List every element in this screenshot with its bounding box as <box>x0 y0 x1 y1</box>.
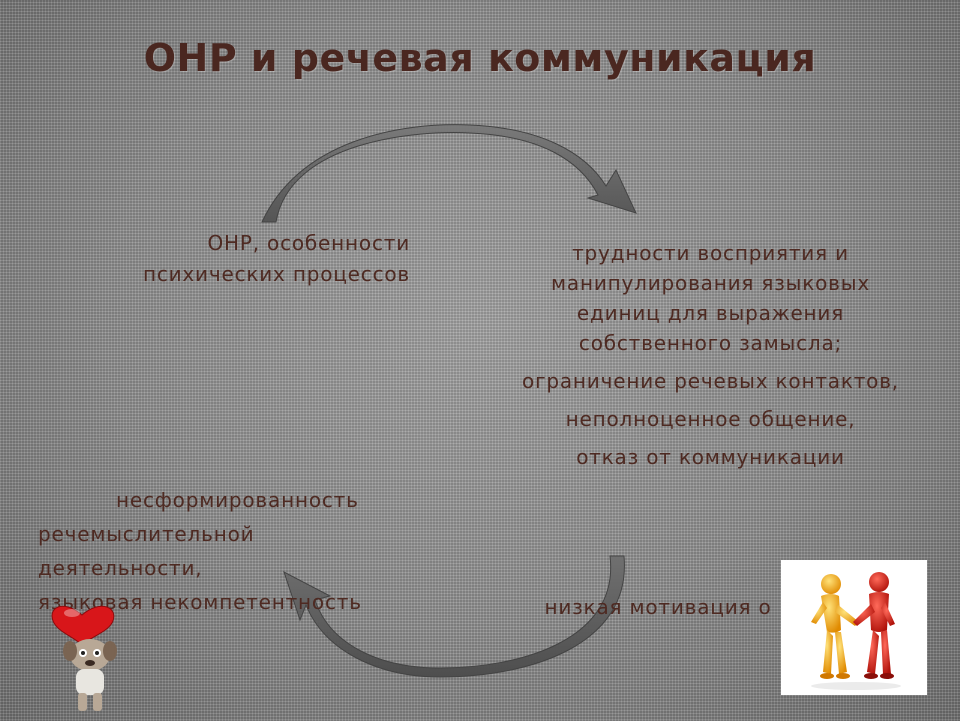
bottom-left-text: несформированность речемыслительной деят… <box>38 483 418 619</box>
text-paragraph: трудности восприятия и манипулирования я… <box>551 241 870 355</box>
text-line: речемыслительной деятельности, <box>38 522 255 580</box>
top-left-text: ОНР, особенности психических процессов <box>80 228 410 290</box>
text-paragraph: отказ от коммуникации <box>576 445 845 469</box>
text-paragraph: ограничение речевых контактов, <box>522 369 899 393</box>
heart-mascot-icon <box>44 585 134 717</box>
slide-title: ОНР и речевая коммуникация <box>143 36 817 80</box>
text-line: ОНР, особенности <box>207 231 410 255</box>
text-line: несформированность <box>116 488 359 512</box>
top-right-text: трудности восприятия и манипулирования я… <box>508 238 913 480</box>
handshake-figures-icon <box>781 560 927 695</box>
bottom-right-text: низкая мотивация о <box>544 595 772 619</box>
text-line: психических процессов <box>142 262 410 286</box>
text-paragraph: неполноценное общение, <box>565 407 856 431</box>
